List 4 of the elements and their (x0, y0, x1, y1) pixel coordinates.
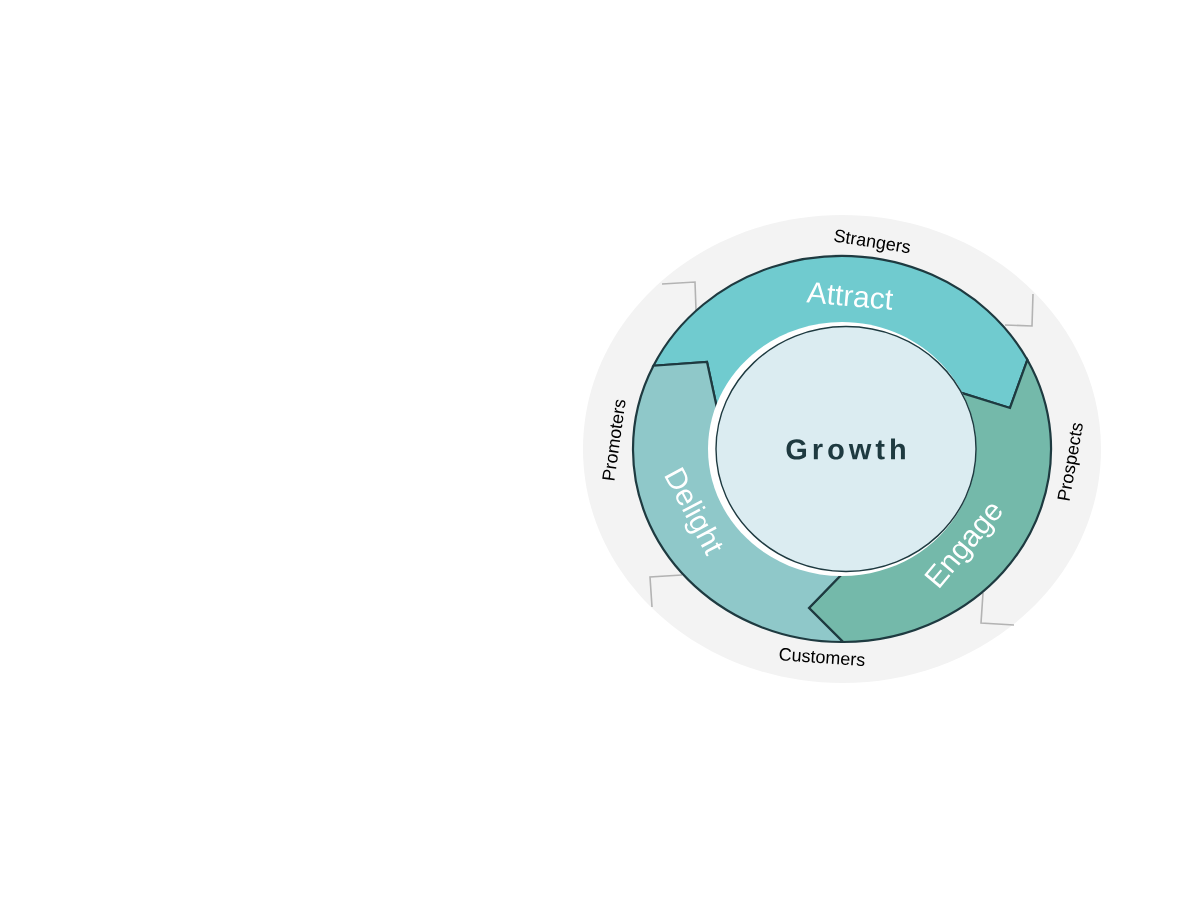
stage-label: Customers (779, 648, 865, 667)
stage-label: Promoters (602, 399, 626, 481)
flywheel-segment: Attract (652, 255, 1029, 412)
stage-label: Prospects (1057, 423, 1083, 501)
